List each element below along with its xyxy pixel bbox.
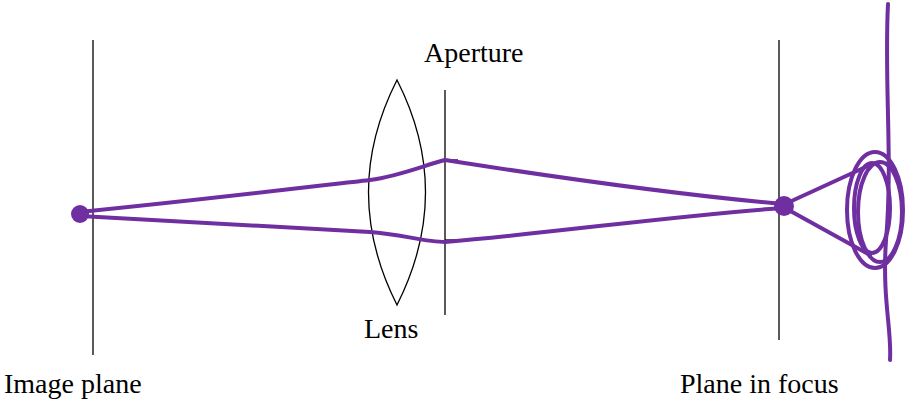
aperture-line [444,90,445,315]
aperture-label: Aperture [424,38,524,69]
lower-ray [80,208,783,242]
scribble-line [885,4,890,360]
upper-ray [80,160,783,212]
image-point [71,205,89,223]
focus-plane-label: Plane in focus [680,369,839,400]
focus-plane-line [778,40,779,340]
image-plane-line [92,40,93,355]
lens-label: Lens [364,314,418,345]
lens-shape [369,80,426,305]
focus-point [774,196,794,216]
cone-ellipse [847,152,903,268]
image-plane-label: Image plane [4,369,142,400]
